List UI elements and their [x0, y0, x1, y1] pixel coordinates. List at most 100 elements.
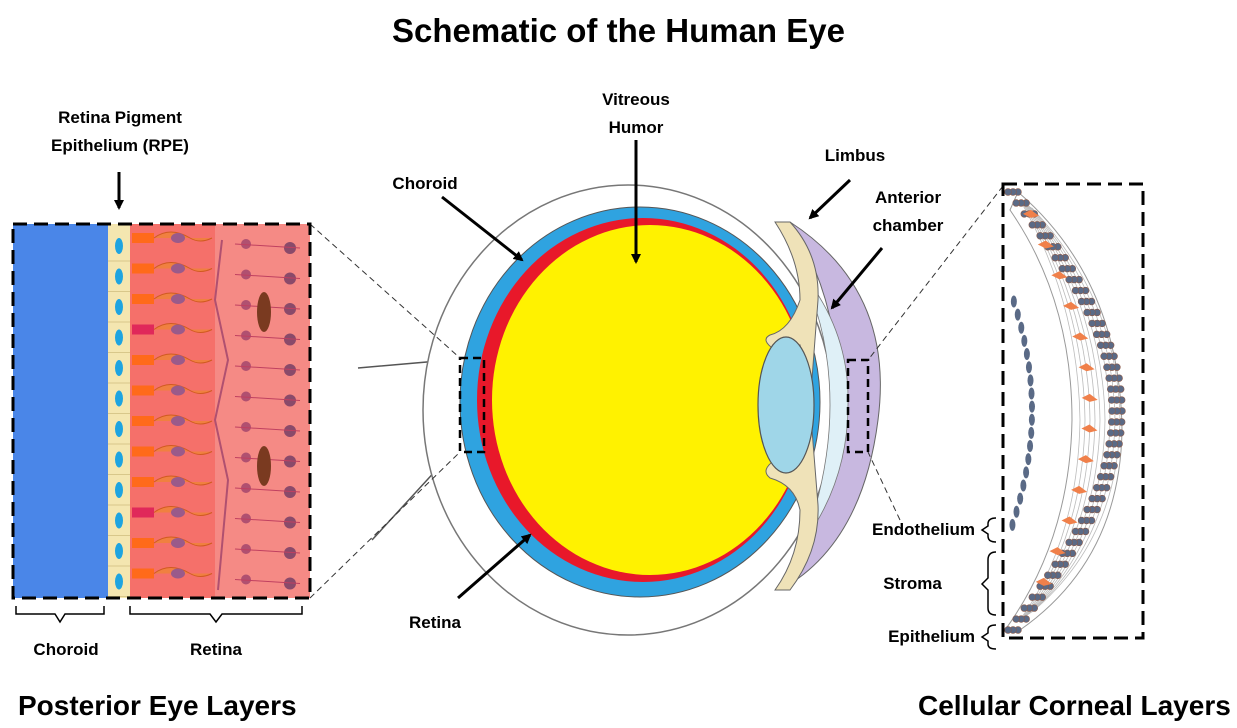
limbus-label: Limbus [810, 142, 900, 170]
epithelium-cell [1104, 364, 1111, 371]
choroid-bracket-label: Choroid [16, 636, 116, 664]
vitreous-label: Vitreous Humor [576, 86, 696, 142]
epithelium-cell [1029, 594, 1036, 601]
stroma-label: Stroma [850, 570, 975, 598]
epithelium-cell [1021, 605, 1028, 612]
epithelium-cell [1078, 298, 1085, 305]
epithelium-label: Epithelium [850, 623, 975, 651]
epithelium-cell [1072, 528, 1079, 535]
endothelium-cell [1029, 401, 1035, 413]
epithelium-cell [1052, 254, 1059, 261]
anterior-chamber-label: Anterior chamber [848, 184, 968, 240]
photoreceptor-nucleus [171, 569, 185, 579]
epithelium-cell [1097, 342, 1104, 349]
photoreceptor-segment [132, 233, 154, 243]
rpe-nucleus [115, 391, 123, 407]
epithelium-cell [1093, 331, 1100, 338]
epithelium-cell [1101, 462, 1108, 469]
photoreceptor-segment [132, 325, 154, 335]
choroid-layer [13, 224, 108, 598]
endothelium-cell [1027, 440, 1033, 452]
lens [758, 337, 814, 473]
epithelium-cell [1106, 440, 1113, 447]
photoreceptor-segment [132, 264, 154, 274]
epithelium-cell [1093, 484, 1100, 491]
vitreous-label-line1: Vitreous [576, 86, 696, 114]
epithelium-cell [1089, 320, 1096, 327]
endothelium-cell [1014, 506, 1020, 518]
photoreceptor-segment [132, 416, 154, 426]
rpe-nucleus [115, 482, 123, 498]
anterior-label-line1: Anterior [848, 184, 968, 212]
epithelium-cell [1044, 572, 1051, 579]
endothelium-cell [1021, 335, 1027, 347]
endothelium-cell [1009, 519, 1015, 531]
endothelium-cell [1026, 361, 1032, 373]
epithelium-cell [1013, 200, 1020, 207]
glial-cell [257, 446, 271, 486]
corneal-layers-panel [982, 184, 1143, 649]
epithelium-cell [1005, 627, 1012, 634]
epithelium-cell [1066, 539, 1073, 546]
photoreceptor-nucleus [171, 294, 185, 304]
endothelium-cell [1024, 348, 1030, 360]
rpe-nucleus [115, 543, 123, 559]
epithelium-cell [1029, 221, 1036, 228]
photoreceptor-segment [132, 508, 154, 518]
rpe-nucleus [115, 421, 123, 437]
glial-cell [257, 292, 271, 332]
epithelium-cell [1084, 506, 1091, 513]
epithelium-cell [1109, 408, 1116, 415]
rpe-label-line1: Retina Pigment [30, 104, 210, 132]
rpe-nucleus [115, 360, 123, 376]
vitreous-label-line2: Humor [576, 114, 696, 142]
epithelium-cell [1104, 451, 1111, 458]
photoreceptor-nucleus [171, 355, 185, 365]
epithelium-cell [1097, 473, 1104, 480]
photoreceptor-nucleus [171, 233, 185, 243]
epithelium-cell [1072, 287, 1079, 294]
endothelium-cells [1009, 296, 1035, 531]
photoreceptor-nucleus [171, 325, 185, 335]
epithelium-cell [1108, 397, 1115, 404]
epithelium-cell [1084, 309, 1091, 316]
choroid-bracket [16, 606, 104, 622]
photoreceptor-segment [132, 355, 154, 365]
photoreceptor-nucleus [171, 386, 185, 396]
photoreceptor-nucleus [171, 508, 185, 518]
photoreceptor-segment [132, 447, 154, 457]
endothelium-label: Endothelium [850, 516, 975, 544]
epithelium-cell [1107, 430, 1114, 437]
eye-cross-section [358, 185, 880, 635]
photoreceptor-nucleus [171, 264, 185, 274]
photoreceptor-segment [132, 569, 154, 579]
endothelium-bracket [982, 518, 996, 542]
anterior-label-line2: chamber [848, 212, 968, 240]
epithelium-cell [1089, 495, 1096, 502]
endothelium-cell [1015, 309, 1021, 321]
photoreceptor-segment [132, 386, 154, 396]
rpe-label: Retina Pigment Epithelium (RPE) [30, 104, 210, 160]
endothelium-cell [1028, 374, 1034, 386]
epithelium-cell [1059, 265, 1066, 272]
epithelium-cell [1107, 386, 1114, 393]
photoreceptor-segment [132, 294, 154, 304]
corneal-caption: Cellular Corneal Layers [918, 690, 1231, 722]
photoreceptor-nucleus [171, 538, 185, 548]
retina-bracket-label: Retina [166, 636, 266, 664]
retina-eye-label: Retina [385, 609, 485, 637]
endothelium-cell [1028, 427, 1034, 439]
epithelium-cell [1005, 189, 1012, 196]
epithelium-cell [1078, 517, 1085, 524]
rpe-nucleus [115, 574, 123, 590]
epithelium-cell [1052, 561, 1059, 568]
rpe-nucleus [115, 238, 123, 254]
rpe-nucleus [115, 513, 123, 529]
endothelium-cell [1025, 453, 1031, 465]
photoreceptor-nucleus [171, 447, 185, 457]
posterior-caption: Posterior Eye Layers [18, 690, 297, 722]
epithelium-cell [1013, 616, 1020, 623]
rpe-nucleus [115, 299, 123, 315]
endothelium-cell [1023, 466, 1029, 478]
endothelium-cell [1011, 296, 1017, 308]
